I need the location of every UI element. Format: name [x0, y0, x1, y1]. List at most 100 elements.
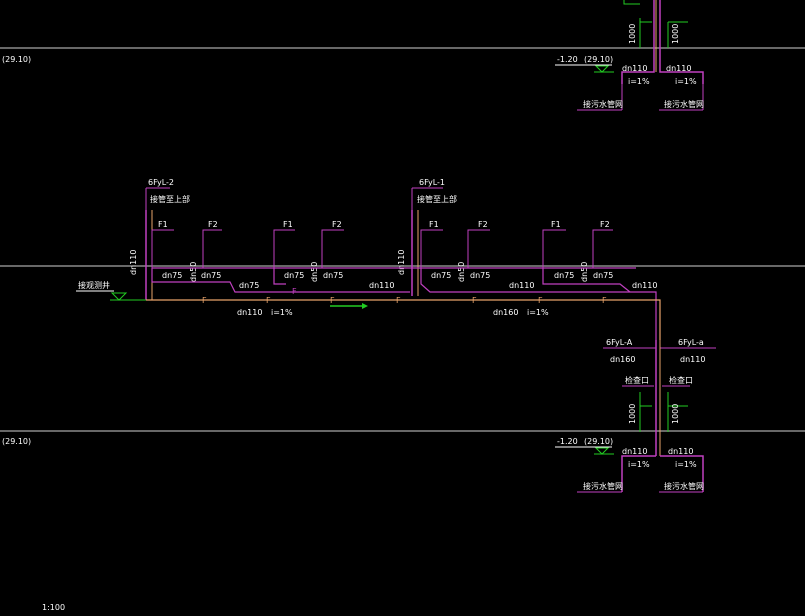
dn50-g2: dn50: [310, 262, 319, 282]
fixture-f2-g1: [202, 229, 222, 268]
slope-bottom-left: i=1%: [628, 460, 650, 469]
sewer-main-top-right: 接污水管网: [664, 99, 704, 109]
slope-top-left: i=1%: [628, 77, 650, 86]
dn110-g4: dn110: [632, 281, 657, 290]
branch-row-2: [273, 268, 286, 285]
equip-left: 接观测井: [78, 280, 110, 290]
dn160-main: dn160: [493, 308, 518, 317]
fitting-F-small: F: [292, 287, 297, 296]
elev-triangle-top: [594, 65, 610, 73]
branch-row-4: [542, 268, 631, 293]
sewer-main-top-left: 接污水管网: [583, 99, 623, 109]
dn110-bottom-right: dn110: [668, 447, 693, 456]
elev-2910-bottom: (29.10): [584, 437, 613, 446]
green-marker-1: [623, 0, 640, 5]
slope-main-2: i=1%: [527, 308, 549, 317]
branch-row-3: [420, 268, 657, 340]
dim-1000-c: 1000: [628, 404, 637, 424]
elev-neg120-top: -1.20: [557, 55, 578, 64]
stack-right-upper: [659, 0, 704, 84]
f2-g2: F2: [332, 220, 342, 229]
fitting-F-7: F: [602, 296, 607, 305]
f1-g2: F1: [283, 220, 293, 229]
dn75-g2a: dn75: [284, 271, 304, 280]
connect-upper-right: 接管至上部: [417, 194, 457, 204]
dn50-g3: dn50: [457, 262, 466, 282]
dn75-g3a: dn75: [431, 271, 451, 280]
lower-right-section: 6FyL-A 6FyL-a dn160 dn110 检查口 检查口 1000 1…: [555, 338, 716, 493]
fitting-F-markers: F F F F F F F F: [202, 287, 607, 305]
label-6fyla: 6FyL-A: [606, 338, 633, 347]
dn75-g4a: dn75: [554, 271, 574, 280]
inspection-left: 检查口: [625, 375, 649, 385]
dn75-g3b: dn75: [470, 271, 490, 280]
dn50-g1: dn50: [189, 262, 198, 282]
level-label-mid-left: (29.10): [2, 437, 31, 446]
fitting-F-5: F: [472, 296, 477, 305]
horizontal-branches: [151, 267, 657, 340]
dim-1000-d: 1000: [671, 404, 680, 424]
drain-line-main: [146, 299, 661, 340]
dn110-top-left: dn110: [622, 64, 647, 73]
f2-g3: F2: [478, 220, 488, 229]
fitting-F-3: F: [330, 296, 335, 305]
dn110-stack-6fyl2: dn110: [129, 250, 138, 275]
f1-g1: F1: [158, 220, 168, 229]
fixture-f1-g2: [273, 229, 295, 268]
fixture-f1-g3: [420, 229, 443, 268]
fitting-F-1: F: [202, 296, 207, 305]
slope-top-right: i=1%: [675, 77, 697, 86]
dn75-g1b: dn75: [201, 271, 221, 280]
green-arrowhead: [362, 303, 368, 309]
label-6fyl2: 6FyL-2: [148, 178, 174, 187]
fixture-group-4: [542, 229, 613, 268]
dn110-lower: dn110: [680, 355, 705, 364]
branch-row-1: [151, 268, 410, 293]
main-drainage-section: 6FyL-2 接管至上部 dn110 6FyL-1 接管至上部 dn110 F1…: [76, 178, 661, 340]
f2-g4: F2: [600, 220, 610, 229]
fixture-f2-g3: [467, 229, 490, 268]
dn160-lower: dn160: [610, 355, 635, 364]
upper-right-section: 1000 1000 -1.20 (29.10) dn110 dn110 i=1%…: [555, 0, 704, 111]
dn110-top-right: dn110: [666, 64, 691, 73]
dn110-g2: dn110: [369, 281, 394, 290]
connect-upper-left: 接管至上部: [150, 194, 190, 204]
fitting-F-4: F: [396, 296, 401, 305]
fixture-f1-g1: [151, 229, 174, 268]
inspection-right: 检查口: [669, 375, 693, 385]
fixture-f2-g2: [321, 229, 344, 268]
fixture-group-1: [151, 229, 222, 268]
dn110-bottom-left: dn110: [622, 447, 647, 456]
scale-label: 1:100: [42, 603, 65, 612]
sewer-main-bottom-left: 接污水管网: [583, 481, 623, 491]
elev-2910-top: (29.10): [584, 55, 613, 64]
slope-main-1: i=1%: [271, 308, 293, 317]
dn75-g2b: dn75: [323, 271, 343, 280]
dn75-g4b: dn75: [593, 271, 613, 280]
fitting-F-2: F: [266, 296, 271, 305]
f1-g4: F1: [551, 220, 561, 229]
dn75-g1a: dn75: [162, 271, 182, 280]
floor-level-lines: [0, 47, 805, 432]
sewer-main-bottom-right: 接污水管网: [664, 481, 704, 491]
f2-g1: F2: [208, 220, 218, 229]
slope-bottom-right: i=1%: [675, 460, 697, 469]
fixture-f2-g4: [592, 229, 613, 268]
fitting-F-6: F: [538, 296, 543, 305]
fixture-group-3: [420, 229, 490, 268]
dn110-g3: dn110: [509, 281, 534, 290]
label-6fyla2: 6FyL-a: [678, 338, 704, 347]
label-6fyl1: 6FyL-1: [419, 178, 445, 187]
dim-1000-b: 1000: [671, 24, 680, 44]
elev-neg120-bottom: -1.20: [557, 437, 578, 446]
fixture-f1-g4: [542, 229, 566, 268]
dim-1000-a: 1000: [628, 24, 637, 44]
stack-left-upper: [621, 0, 655, 84]
elev-triangle-bottom: [594, 447, 610, 455]
stack-bottom-right: [660, 455, 704, 492]
stack-bottom-left: [621, 455, 656, 492]
dn75-g1c: dn75: [239, 281, 259, 290]
dn50-g4: dn50: [580, 262, 589, 282]
